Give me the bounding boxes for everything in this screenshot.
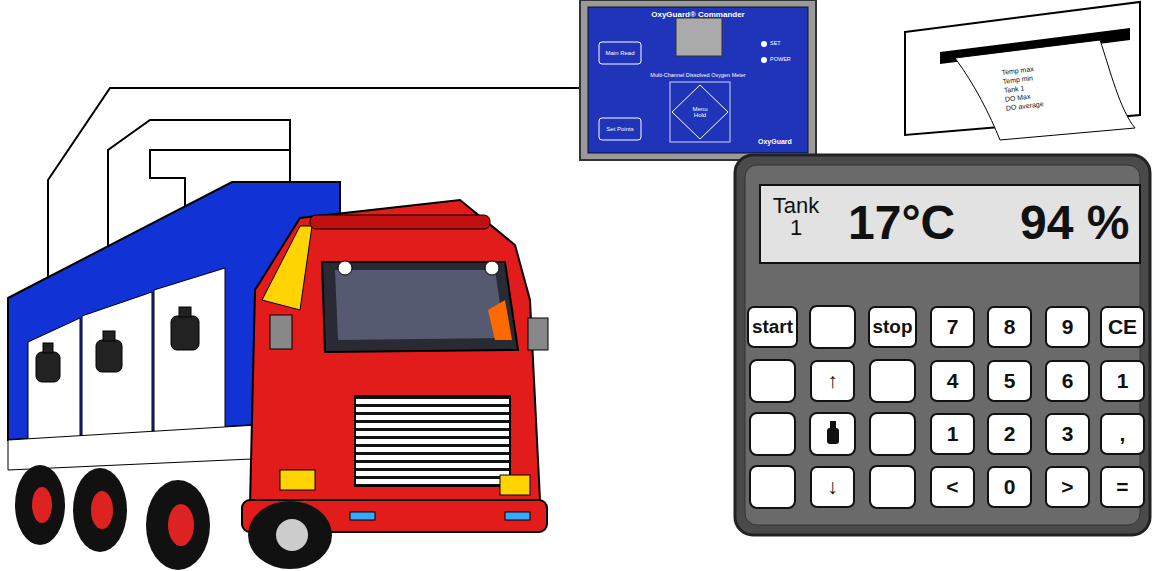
keypad-key: 6 bbox=[1045, 360, 1090, 402]
node-text: ↑ bbox=[827, 369, 838, 393]
node-text: 9 bbox=[1062, 315, 1074, 339]
node-text: 0 bbox=[1004, 475, 1016, 499]
node-text: Menu Hold bbox=[686, 106, 714, 118]
node-text: 1 bbox=[1117, 369, 1129, 393]
node-text: 3 bbox=[1062, 422, 1074, 446]
node-text: 8 bbox=[1004, 315, 1016, 339]
node-text: 4 bbox=[947, 369, 959, 393]
keypad-key: 3 bbox=[1045, 413, 1090, 455]
node-text: 7 bbox=[947, 315, 959, 339]
keypad-key: 4 bbox=[930, 360, 975, 402]
receipt-line: Temp max bbox=[1001, 56, 1096, 77]
control-panel bbox=[580, 0, 816, 160]
node-text: Main Read bbox=[605, 50, 634, 56]
node-text: 1 bbox=[947, 422, 959, 446]
node-text: stop bbox=[873, 316, 913, 338]
keypad-key: 7 bbox=[930, 306, 975, 348]
keypad-key: 5 bbox=[987, 360, 1032, 402]
keypad-key: ↓ bbox=[810, 466, 855, 508]
node-text: > bbox=[1061, 475, 1073, 499]
node-text: Set Points bbox=[606, 126, 633, 132]
keypad-key: stop bbox=[868, 306, 918, 348]
control-panel: OxyGuard® CommanderMulti-Channel Dissolv… bbox=[580, 0, 816, 160]
keypad-key: 2 bbox=[987, 413, 1032, 455]
keypad-key: start bbox=[747, 306, 798, 348]
keypad-key: CE bbox=[1100, 306, 1145, 348]
node-text: POWER bbox=[770, 56, 791, 62]
node-text: ↓ bbox=[827, 475, 838, 499]
keypad-key: ↑ bbox=[810, 360, 855, 402]
node-text: < bbox=[946, 475, 958, 499]
node-text: = bbox=[1116, 475, 1128, 499]
keypad-device bbox=[735, 155, 1150, 535]
panel-button: Menu Hold bbox=[686, 104, 714, 120]
node-text: 5 bbox=[1004, 369, 1016, 393]
node-text: 6 bbox=[1062, 369, 1074, 393]
node-text: OxyGuard bbox=[758, 138, 792, 145]
node-text: Multi-Channel Dissolved Oxygen Meter bbox=[580, 72, 816, 78]
node-text: SET bbox=[770, 40, 781, 46]
node-text: Tank 1 bbox=[768, 195, 824, 239]
keypad-key: , bbox=[1100, 413, 1145, 455]
node-text: CE bbox=[1108, 315, 1137, 339]
receipt-text: Temp maxTemp minTank 1DO MaxDO average bbox=[1001, 56, 1104, 137]
node-text: 2 bbox=[1004, 422, 1016, 446]
lcd-display: Tank 1 17°C 94 % bbox=[760, 185, 1140, 263]
keypad-key: < bbox=[930, 466, 975, 508]
keypad-key: > bbox=[1045, 466, 1090, 508]
panel-button: Set Points bbox=[599, 118, 641, 140]
printer bbox=[905, 2, 1140, 140]
panel-button: Main Read bbox=[599, 42, 641, 64]
keypad-key: 1 bbox=[1100, 360, 1145, 402]
node-text: , bbox=[1120, 422, 1126, 446]
keypad-key: 0 bbox=[987, 466, 1032, 508]
node-text: 94 % bbox=[1020, 195, 1129, 250]
keypad-key: 1 bbox=[930, 413, 975, 455]
keypad-key: = bbox=[1100, 466, 1145, 508]
node-text: start bbox=[752, 316, 793, 338]
keypad-key: 8 bbox=[987, 306, 1032, 348]
node-text: 17°C bbox=[848, 195, 955, 250]
truck bbox=[8, 182, 548, 570]
keypad-key: 9 bbox=[1045, 306, 1090, 348]
node-text: OxyGuard® Commander bbox=[580, 10, 816, 19]
